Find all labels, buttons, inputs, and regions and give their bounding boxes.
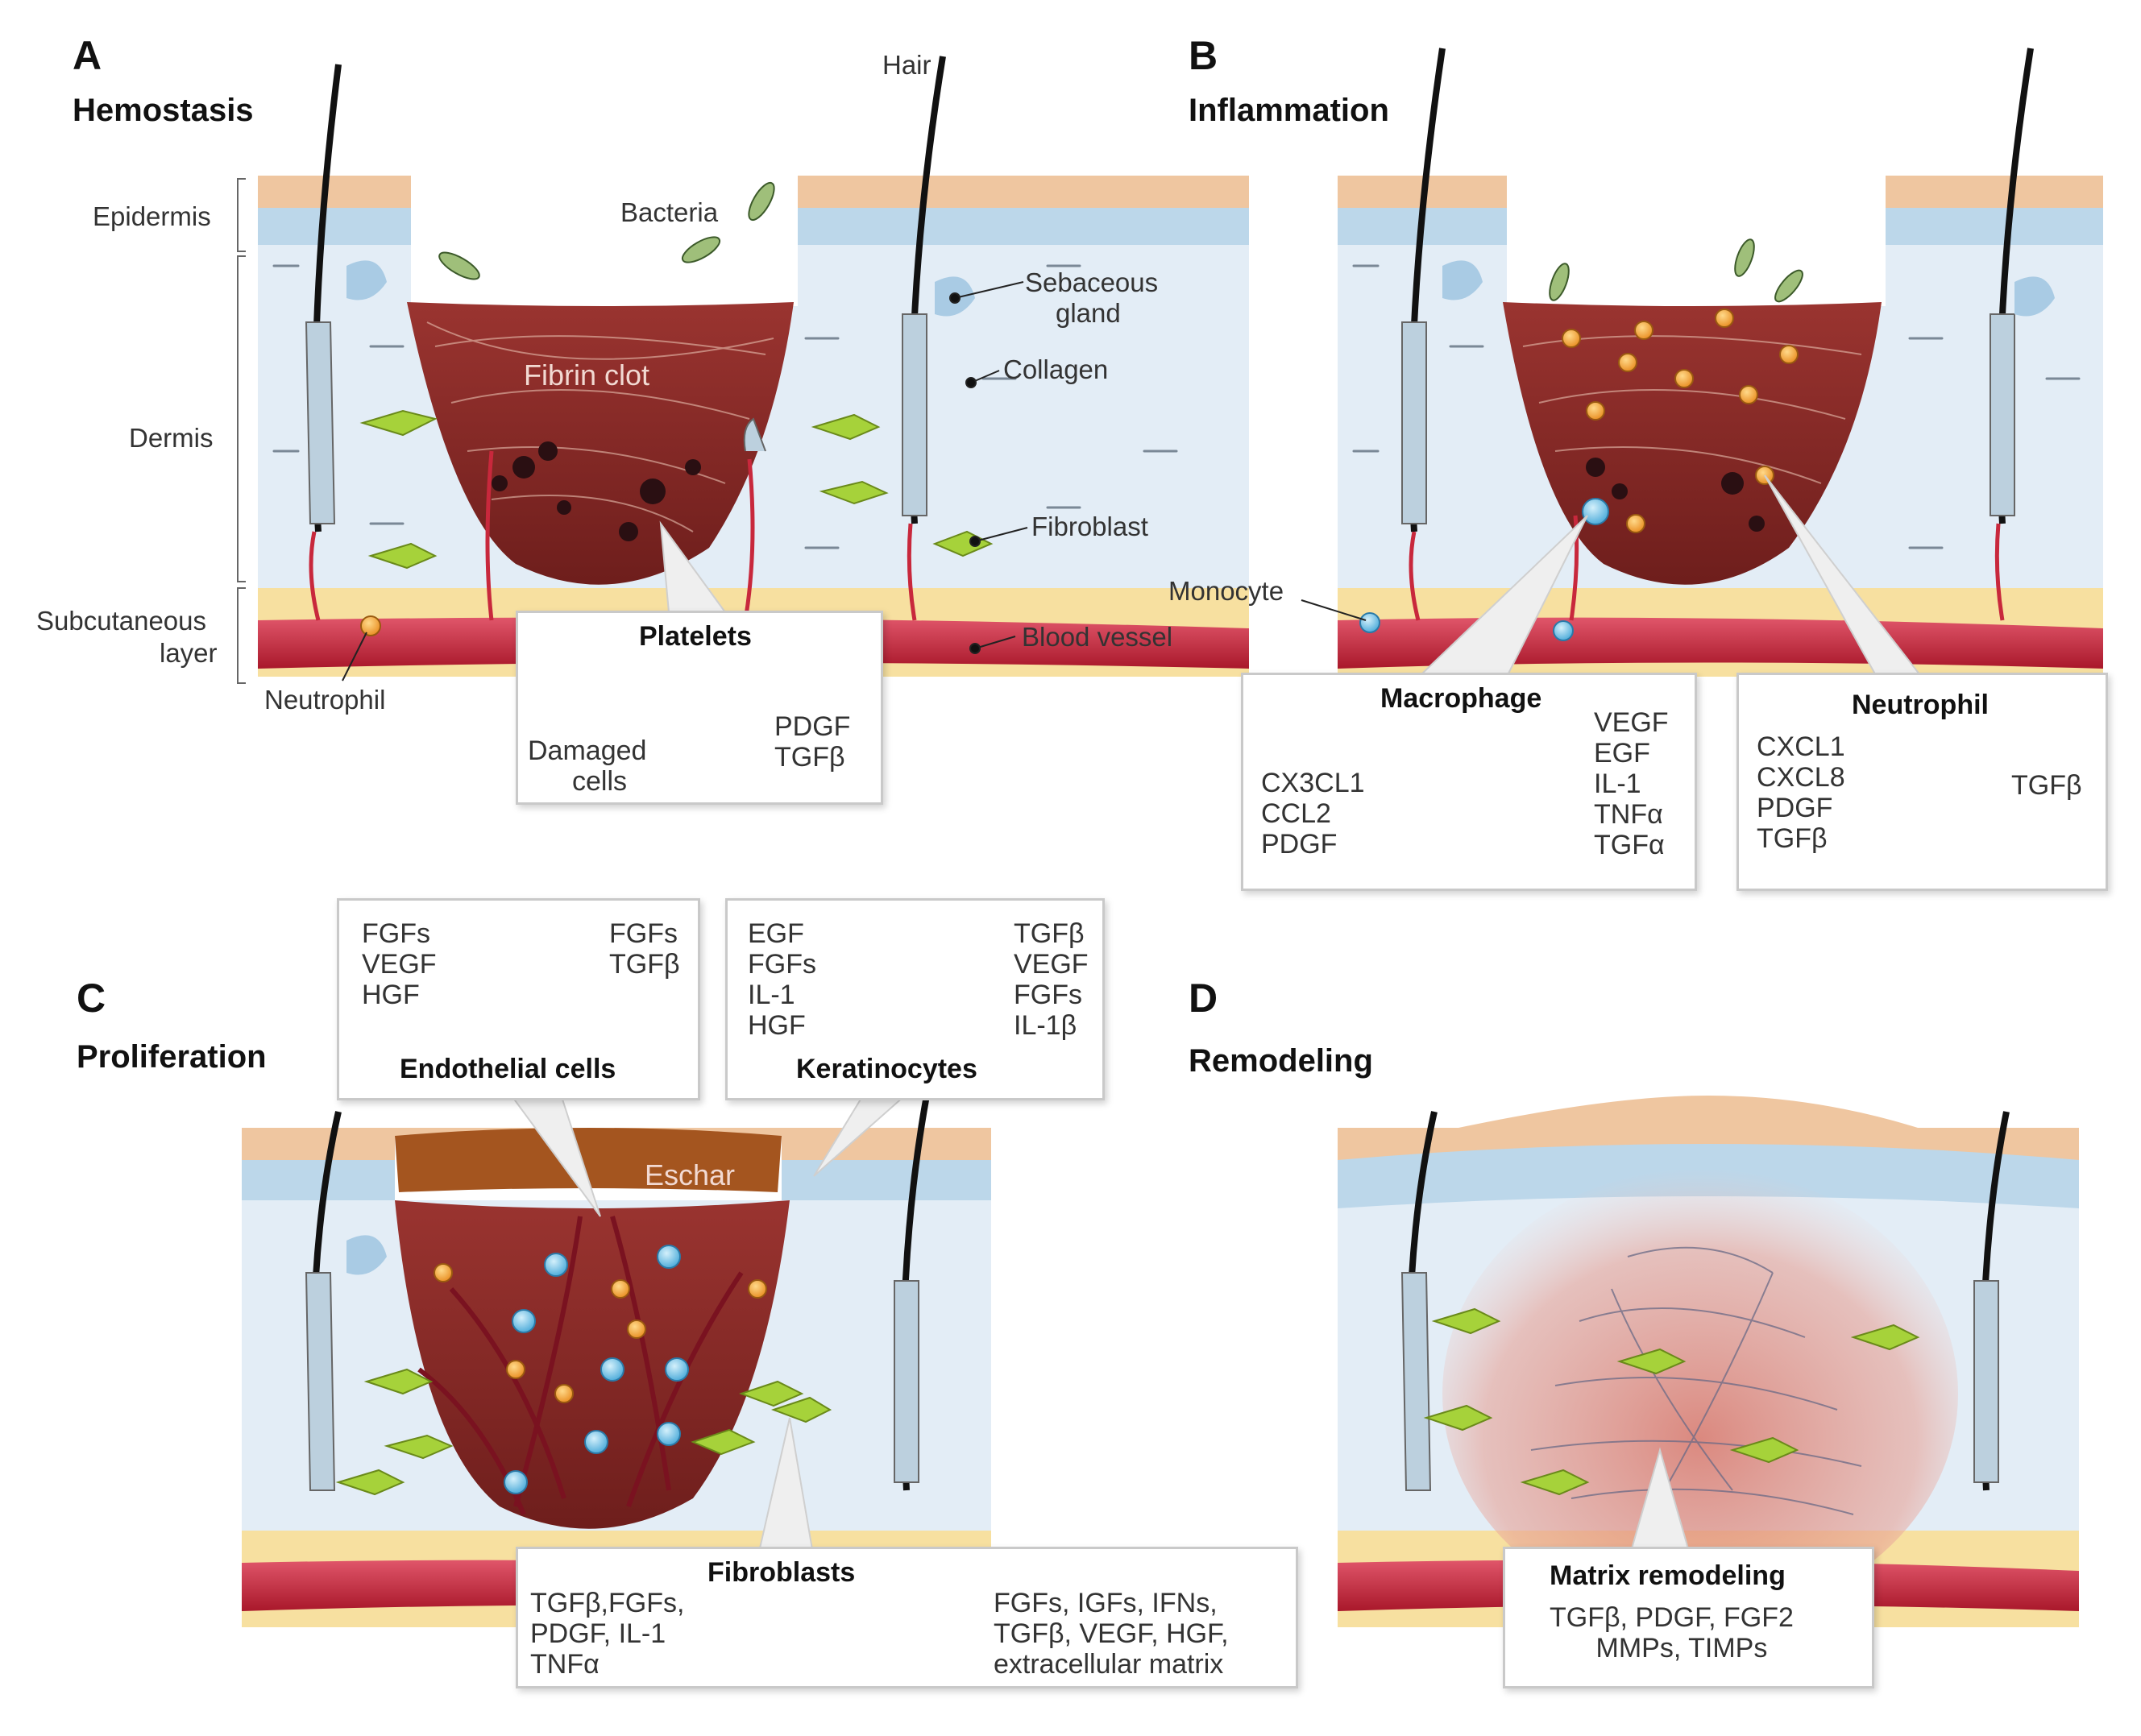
label-bacteria: Bacteria — [620, 197, 719, 227]
neutrophil-heading: Neutrophil — [1852, 690, 1989, 720]
panel-letter-b: B — [1189, 33, 1218, 78]
remodeling-zone — [1442, 1168, 1958, 1619]
label-neutrophil: Neutrophil — [264, 685, 386, 715]
keratinocytes-heading: Keratinocytes — [796, 1054, 977, 1084]
panel-letter-d: D — [1189, 976, 1218, 1021]
label-blood-vessel: Blood vessel — [1022, 622, 1173, 652]
label-dermis: Dermis — [129, 423, 214, 453]
endothelial-heading: Endothelial cells — [400, 1054, 616, 1084]
label-sebaceous: Sebaceous — [1025, 267, 1159, 297]
panel-title-hemostasis: Hemostasis — [73, 93, 254, 128]
panel-letter-a: A — [73, 33, 102, 78]
label-subcutaneous-layer: layer — [160, 638, 218, 668]
panel-letter-c: C — [77, 976, 106, 1021]
panel-d-skin — [1338, 1096, 2079, 1627]
label-fibroblast: Fibroblast — [1031, 512, 1148, 541]
panel-a-skin — [237, 56, 1249, 684]
label-fibrin-clot: Fibrin clot — [524, 358, 650, 392]
label-subcutaneous: Subcutaneous — [36, 606, 207, 636]
label-epidermis: Epidermis — [93, 201, 211, 231]
label-collagen: Collagen — [1003, 354, 1109, 384]
label-hair: Hair — [882, 50, 932, 80]
fibroblast-outputs: FGFs, IGFs, IFNs,TGFβ, VEGF, HGF,extrace… — [994, 1588, 1229, 1680]
panel-title-inflammation: Inflammation — [1189, 93, 1389, 128]
fibroblasts-heading: Fibroblasts — [707, 1557, 856, 1588]
label-sebaceous-gland: gland — [1056, 298, 1121, 328]
label-eschar: Eschar — [645, 1158, 736, 1191]
label-monocyte: Monocyte — [1168, 576, 1284, 606]
fibrin-clot — [407, 302, 794, 585]
panel-c-skin — [242, 1079, 991, 1627]
macrophage-heading: Macrophage — [1380, 683, 1542, 714]
neutrophil-outputs: TGFβ — [2011, 770, 2082, 801]
eschar — [395, 1128, 782, 1192]
platelets-heading: Platelets — [639, 621, 752, 652]
matrix-remodeling-heading: Matrix remodeling — [1550, 1560, 1786, 1591]
panel-b-skin — [1301, 48, 2103, 694]
panel-title-proliferation: Proliferation — [77, 1039, 267, 1075]
panel-title-remodeling: Remodeling — [1189, 1043, 1373, 1079]
